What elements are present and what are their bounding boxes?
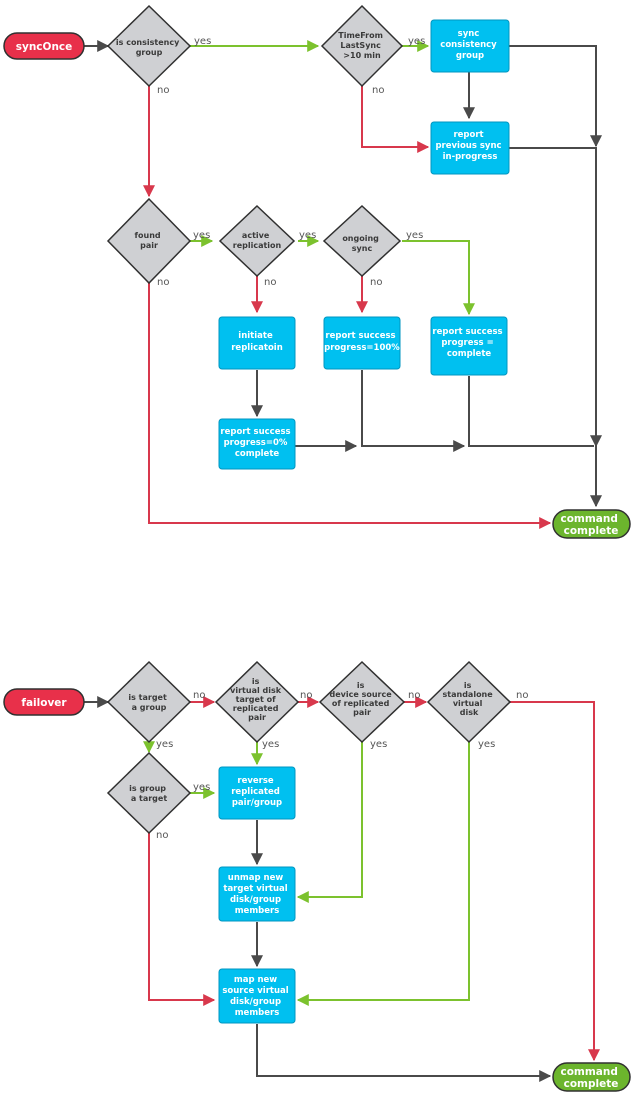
flow-failover: no no no no yes yes yes yes yes no failo…	[3, 660, 631, 1092]
decision-label: TimeFrom LastSync >10 min	[338, 31, 386, 60]
process-report-success-100: report success progress=100%	[323, 316, 401, 370]
edge-label-yes: yes	[262, 739, 279, 750]
decision-label: is group a target	[129, 784, 169, 803]
process-label: sync consistency group	[440, 29, 499, 61]
flow-sync-once: yes no yes no yes no yes no yes no syncO…	[3, 4, 631, 539]
process-label: report previous sync in-progress	[435, 130, 504, 162]
decision-is-device-source: is device source of replicated pair	[318, 660, 406, 744]
edge-label-yes: yes	[370, 739, 387, 750]
process-initiate-replication: initiate replicatoin	[218, 316, 296, 370]
edge-label-no: no	[264, 277, 276, 288]
end-terminal-command-complete: command complete	[552, 1062, 631, 1092]
decision-is-group-a-target: is group a target	[106, 751, 192, 835]
end-label: command complete	[560, 513, 621, 537]
edge-label-no: no	[157, 85, 169, 96]
process-label: report success progress=0% complete	[220, 427, 293, 459]
decision-active-replication: active replication	[218, 204, 296, 278]
edge-label-yes: yes	[194, 36, 211, 47]
process-reverse-replicated-pair: reverse replicated pair/group	[218, 766, 296, 820]
decision-label: is device source of replicated pair	[330, 681, 395, 717]
edge-label-no: no	[408, 690, 420, 701]
edge-map-to-end	[256, 1024, 552, 1082]
edge-label-yes: yes	[408, 36, 425, 47]
decision-timefrom-lastsync: TimeFrom LastSync >10 min	[320, 4, 404, 88]
edge-label-no: no	[516, 690, 528, 701]
flow1-connectors	[84, 40, 602, 529]
decision-is-virtual-disk-target: is virtual disk target of replicated pai…	[214, 660, 300, 744]
edge-timefrom-no	[361, 86, 430, 153]
process-label: map new source virtual disk/group member…	[222, 975, 291, 1018]
edge-label-yes: yes	[193, 782, 210, 793]
edge-report-to-right	[509, 147, 602, 448]
process-label: report success progress=100%	[324, 331, 400, 353]
process-map-new-source: map new source virtual disk/group member…	[218, 968, 296, 1024]
decision-label: found pair	[135, 231, 164, 250]
process-report-previous-sync: report previous sync in-progress	[430, 121, 510, 175]
edge-device-yes	[296, 742, 363, 903]
decision-label: is virtual disk target of replicated pai…	[230, 677, 284, 722]
edge-label-no: no	[372, 85, 384, 96]
process-report-success-0: report success progress=0% complete	[218, 418, 296, 470]
process-label: report success progress = complete	[432, 327, 505, 359]
start-terminal-failover: failover	[3, 688, 85, 716]
process-label: reverse replicated pair/group	[231, 776, 283, 808]
flow2-connectors	[84, 696, 600, 1082]
end-label: command complete	[560, 1066, 621, 1090]
edge-label-yes: yes	[156, 739, 173, 750]
process-unmap-new-target: unmap new target virtual disk/group memb…	[218, 866, 296, 922]
edge-label-yes: yes	[193, 230, 210, 241]
edge-found-no	[148, 283, 552, 529]
decision-label: is standalone virtual disk	[443, 681, 496, 717]
start-label: syncOnce	[16, 41, 73, 53]
edge-label-yes: yes	[478, 739, 495, 750]
edge-label-no: no	[156, 830, 168, 841]
edge-ongoing-yes	[402, 240, 475, 316]
process-label: unmap new target virtual disk/group memb…	[223, 873, 290, 916]
edge-report100-to-join	[361, 370, 466, 452]
edge-group-target-no	[148, 833, 216, 1006]
decision-found-pair: found pair	[106, 197, 192, 285]
process-label: initiate replicatoin	[231, 331, 283, 353]
start-label: failover	[21, 697, 67, 709]
decision-ongoing-sync: ongoing sync	[322, 204, 402, 278]
edge-standalone-yes	[296, 742, 470, 1006]
decision-label: ongoing sync	[342, 234, 381, 253]
edge-label-no: no	[370, 277, 382, 288]
edge-label-yes: yes	[299, 230, 316, 241]
decision-is-target-a-group: is target a group	[106, 660, 192, 744]
decision-label: active replication	[233, 231, 282, 250]
end-terminal-command-complete: command complete	[552, 509, 631, 539]
edge-sync-to-right	[509, 45, 602, 148]
decision-is-standalone-virtual-disk: is standalone virtual disk	[426, 660, 512, 744]
edge-standalone-no	[510, 701, 600, 1062]
start-terminal-sync-once: syncOnce	[3, 32, 85, 60]
edge-label-no: no	[300, 690, 312, 701]
edge-label-no: no	[157, 277, 169, 288]
edge-label-yes: yes	[406, 230, 423, 241]
decision-label: is consistency group	[116, 38, 182, 57]
process-report-success-complete: report success progress = complete	[430, 316, 508, 376]
edge-label-no: no	[193, 690, 205, 701]
decision-label: is target a group	[128, 693, 169, 712]
edge-reportcomplete-to-join	[468, 376, 594, 447]
process-sync-consistency-group: sync consistency group	[430, 19, 510, 73]
decision-is-consistency-group: is consistency group	[106, 4, 192, 88]
